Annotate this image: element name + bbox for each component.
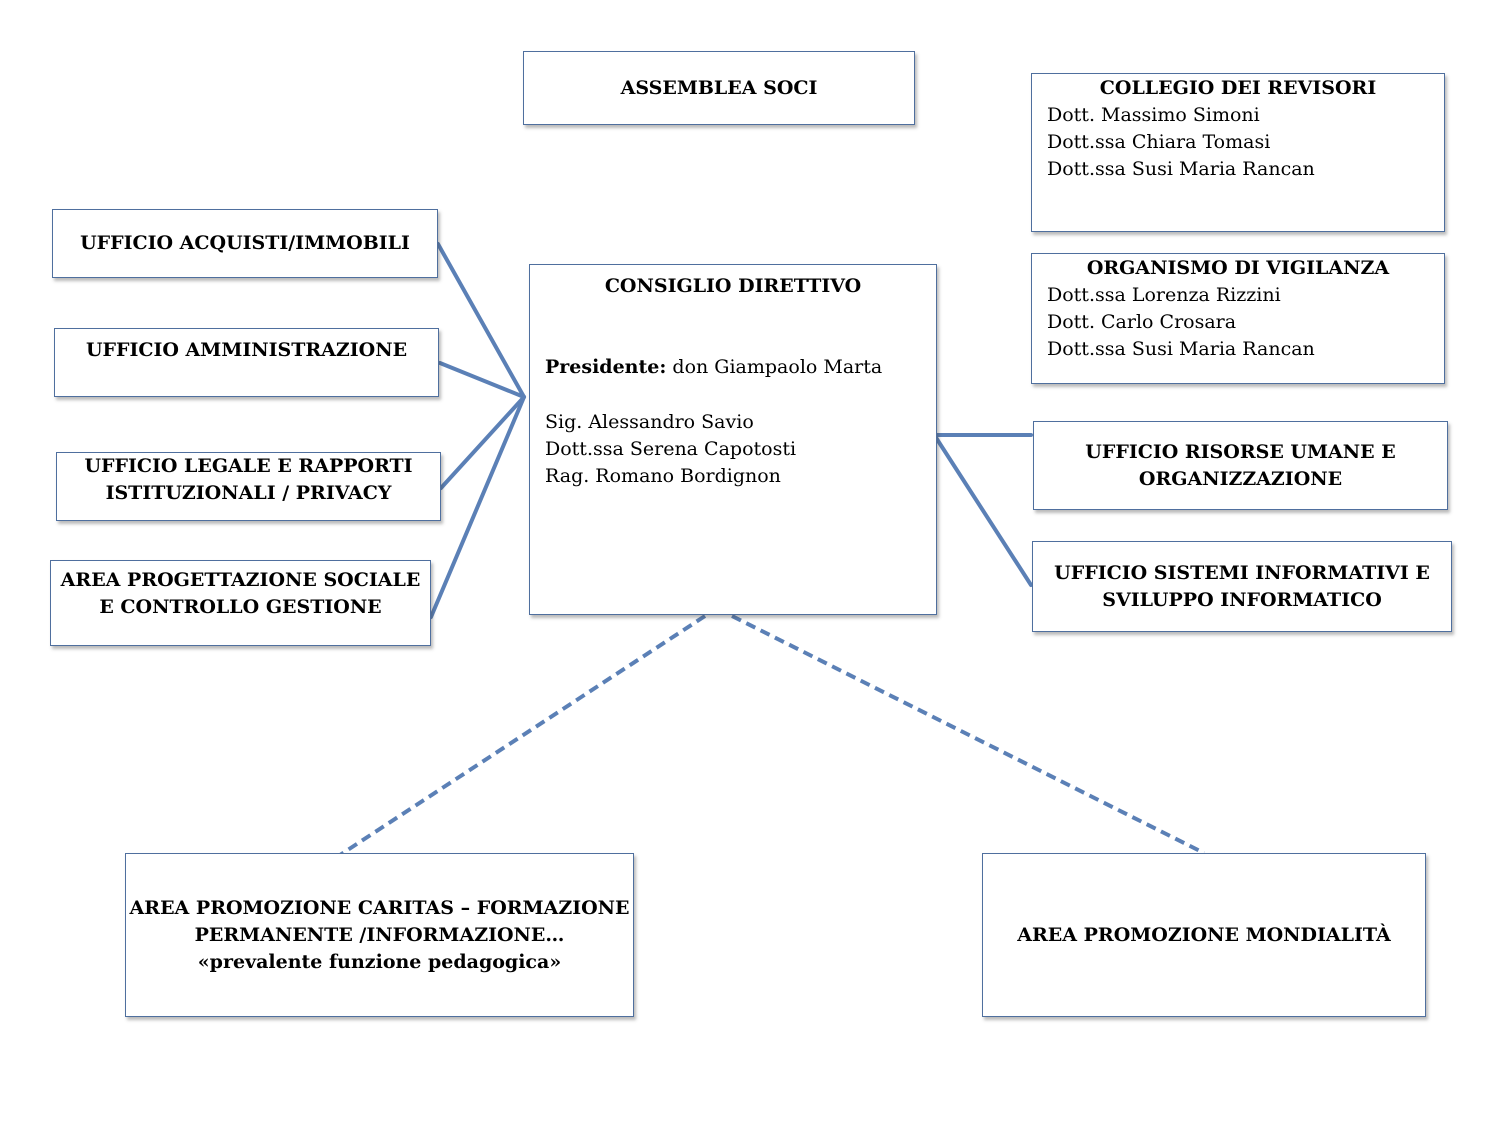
connector-progettazione: [429, 395, 526, 619]
vigilanza-member: Dott.ssa Lorenza Rizzini: [1047, 284, 1281, 306]
organismo-vigilanza-box: ORGANISMO DI VIGILANZA Dott.ssa Lorenza …: [1031, 253, 1445, 384]
connector-acquisti: [436, 242, 526, 399]
area-promozione-caritas-box: AREA PROMOZIONE CARITAS – FORMAZIONE PER…: [125, 853, 634, 1017]
presidente-line: Presidente: don Giampaolo Marta: [530, 354, 936, 381]
area-promozione-caritas-label-line: PERMANENTE /INFORMAZIONE…: [194, 923, 565, 946]
ufficio-risorse-umane-box: UFFICIO RISORSE UMANE E ORGANIZZAZIONE: [1033, 421, 1448, 510]
vigilanza-member: Dott.ssa Susi Maria Rancan: [1047, 338, 1315, 360]
consiglio-member: Sig. Alessandro Savio: [545, 411, 754, 433]
organismo-vigilanza-title: ORGANISMO DI VIGILANZA: [1086, 257, 1390, 279]
ufficio-amministrazione-label: UFFICIO AMMINISTRAZIONE: [85, 339, 408, 361]
area-progettazione-box: AREA PROGETTAZIONE SOCIALE E CONTROLLO G…: [50, 560, 431, 646]
revisore-member: Dott.ssa Chiara Tomasi: [1047, 131, 1271, 153]
ufficio-sistemi-informativi-label-line: SVILUPPO INFORMATICO: [1102, 588, 1382, 611]
consiglio-member: Dott.ssa Serena Capotosti: [545, 438, 797, 460]
ufficio-risorse-umane-label-line: ORGANIZZAZIONE: [1138, 467, 1343, 490]
collegio-revisori-box: COLLEGIO DEI REVISORI Dott. Massimo Simo…: [1031, 73, 1445, 232]
revisore-member: Dott. Massimo Simoni: [1047, 104, 1260, 126]
consiglio-direttivo-title: CONSIGLIO DIRETTIVO: [604, 275, 862, 297]
ufficio-sistemi-informativi-label-line: UFFICIO SISTEMI INFORMATIVI E: [1054, 561, 1430, 584]
connector-amministrazione: [438, 361, 526, 399]
ufficio-sistemi-informativi-box: UFFICIO SISTEMI INFORMATIVI E SVILUPPO I…: [1032, 541, 1452, 632]
dashed-connector-caritas: [338, 614, 707, 857]
area-progettazione-label-line: AREA PROGETTAZIONE SOCIALE: [60, 569, 421, 591]
consiglio-direttivo-box: CONSIGLIO DIRETTIVO Presidente: don Giam…: [529, 264, 937, 615]
ufficio-legale-label-line: ISTITUZIONALI / PRIVACY: [105, 482, 392, 504]
presidente-name: don Giampaolo Marta: [666, 356, 883, 378]
area-promozione-caritas-label-line: «prevalente funzione pedagogica»: [197, 950, 562, 973]
ufficio-legale-box: UFFICIO LEGALE E RAPPORTI ISTITUZIONALI …: [56, 452, 441, 521]
area-promozione-mondialita-box: AREA PROMOZIONE MONDIALITÀ: [982, 853, 1426, 1017]
presidente-label: Presidente:: [545, 356, 667, 378]
ufficio-amministrazione-box: UFFICIO AMMINISTRAZIONE: [54, 328, 439, 397]
connector-sistemi-informativi: [931, 431, 1033, 587]
area-promozione-mondialita-label: AREA PROMOZIONE MONDIALITÀ: [1017, 923, 1391, 946]
collegio-revisori-title: COLLEGIO DEI REVISORI: [1099, 77, 1377, 99]
ufficio-legale-label-line: UFFICIO LEGALE E RAPPORTI: [84, 455, 413, 477]
ufficio-acquisti-immobili-box: UFFICIO ACQUISTI/IMMOBILI: [52, 209, 438, 278]
area-progettazione-label-line: E CONTROLLO GESTIONE: [99, 596, 382, 618]
ufficio-acquisti-immobili-label: UFFICIO ACQUISTI/IMMOBILI: [80, 232, 410, 254]
assemblea-soci-label: ASSEMBLEA SOCI: [620, 76, 818, 99]
assemblea-soci-box: ASSEMBLEA SOCI: [523, 51, 915, 125]
consiglio-member: Rag. Romano Bordignon: [545, 465, 781, 487]
ufficio-risorse-umane-label-line: UFFICIO RISORSE UMANE E: [1085, 440, 1396, 463]
vigilanza-member: Dott. Carlo Crosara: [1047, 311, 1237, 333]
revisore-member: Dott.ssa Susi Maria Rancan: [1047, 158, 1315, 180]
area-promozione-caritas-label-line: AREA PROMOZIONE CARITAS – FORMAZIONE: [129, 896, 630, 919]
connector-legale: [439, 395, 526, 490]
dashed-connector-mondialita: [731, 614, 1205, 855]
